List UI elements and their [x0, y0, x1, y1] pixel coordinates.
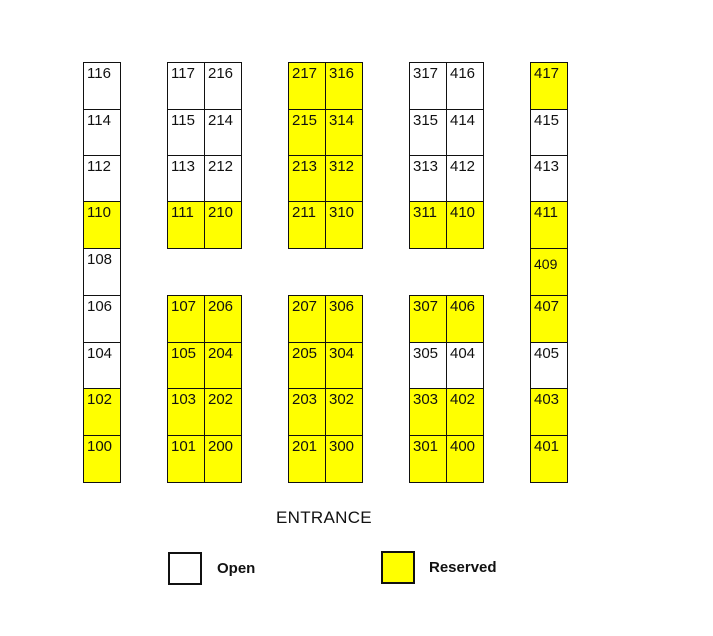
- booth-214[interactable]: 214: [204, 109, 242, 157]
- booth-411[interactable]: 411: [530, 201, 568, 249]
- booth-117[interactable]: 117: [167, 62, 205, 110]
- booth-216[interactable]: 216: [204, 62, 242, 110]
- legend-reserved-swatch: [381, 551, 415, 584]
- booth-402[interactable]: 402: [446, 388, 484, 436]
- booth-417[interactable]: 417: [530, 62, 568, 110]
- booth-412[interactable]: 412: [446, 155, 484, 203]
- legend-open-label: Open: [217, 560, 256, 577]
- booth-312[interactable]: 312: [325, 155, 363, 203]
- booth-213[interactable]: 213: [288, 155, 326, 203]
- booth-205[interactable]: 205: [288, 342, 326, 390]
- booth-413[interactable]: 413: [530, 155, 568, 203]
- entrance-label: ENTRANCE: [276, 508, 372, 527]
- booth-306[interactable]: 306: [325, 295, 363, 343]
- booth-300[interactable]: 300: [325, 435, 363, 483]
- booth-400[interactable]: 400: [446, 435, 484, 483]
- booth-403[interactable]: 403: [530, 388, 568, 436]
- booth-303[interactable]: 303: [409, 388, 447, 436]
- booth-405[interactable]: 405: [530, 342, 568, 390]
- booth-314[interactable]: 314: [325, 109, 363, 157]
- booth-114[interactable]: 114: [83, 109, 121, 157]
- booth-102[interactable]: 102: [83, 388, 121, 436]
- booth-203[interactable]: 203: [288, 388, 326, 436]
- booth-108[interactable]: 108: [83, 248, 121, 296]
- booth-201[interactable]: 201: [288, 435, 326, 483]
- booth-104[interactable]: 104: [83, 342, 121, 390]
- booth-406[interactable]: 406: [446, 295, 484, 343]
- booth-116[interactable]: 116: [83, 62, 121, 110]
- booth-313[interactable]: 313: [409, 155, 447, 203]
- legend-open-swatch: [168, 552, 202, 585]
- booth-107[interactable]: 107: [167, 295, 205, 343]
- booth-106[interactable]: 106: [83, 295, 121, 343]
- booth-212[interactable]: 212: [204, 155, 242, 203]
- booth-316[interactable]: 316: [325, 62, 363, 110]
- booth-110[interactable]: 110: [83, 201, 121, 249]
- booth-315[interactable]: 315: [409, 109, 447, 157]
- booth-103[interactable]: 103: [167, 388, 205, 436]
- booth-310[interactable]: 310: [325, 201, 363, 249]
- booth-202[interactable]: 202: [204, 388, 242, 436]
- booth-210[interactable]: 210: [204, 201, 242, 249]
- booth-415[interactable]: 415: [530, 109, 568, 157]
- booth-305[interactable]: 305: [409, 342, 447, 390]
- booth-311[interactable]: 311: [409, 201, 447, 249]
- booth-401[interactable]: 401: [530, 435, 568, 483]
- booth-200[interactable]: 200: [204, 435, 242, 483]
- booth-407[interactable]: 407: [530, 295, 568, 343]
- booth-100[interactable]: 100: [83, 435, 121, 483]
- booth-113[interactable]: 113: [167, 155, 205, 203]
- booth-207[interactable]: 207: [288, 295, 326, 343]
- booth-304[interactable]: 304: [325, 342, 363, 390]
- booth-115[interactable]: 115: [167, 109, 205, 157]
- booth-302[interactable]: 302: [325, 388, 363, 436]
- booth-111[interactable]: 111: [167, 201, 205, 249]
- legend-reserved-label: Reserved: [429, 559, 497, 576]
- booth-317[interactable]: 317: [409, 62, 447, 110]
- booth-215[interactable]: 215: [288, 109, 326, 157]
- booth-404[interactable]: 404: [446, 342, 484, 390]
- booth-410[interactable]: 410: [446, 201, 484, 249]
- booth-211[interactable]: 211: [288, 201, 326, 249]
- booth-307[interactable]: 307: [409, 295, 447, 343]
- booth-409[interactable]: 409: [530, 248, 568, 296]
- booth-301[interactable]: 301: [409, 435, 447, 483]
- booth-105[interactable]: 105: [167, 342, 205, 390]
- booth-416[interactable]: 416: [446, 62, 484, 110]
- booth-217[interactable]: 217: [288, 62, 326, 110]
- booth-206[interactable]: 206: [204, 295, 242, 343]
- booth-112[interactable]: 112: [83, 155, 121, 203]
- booth-414[interactable]: 414: [446, 109, 484, 157]
- booth-101[interactable]: 101: [167, 435, 205, 483]
- booth-204[interactable]: 204: [204, 342, 242, 390]
